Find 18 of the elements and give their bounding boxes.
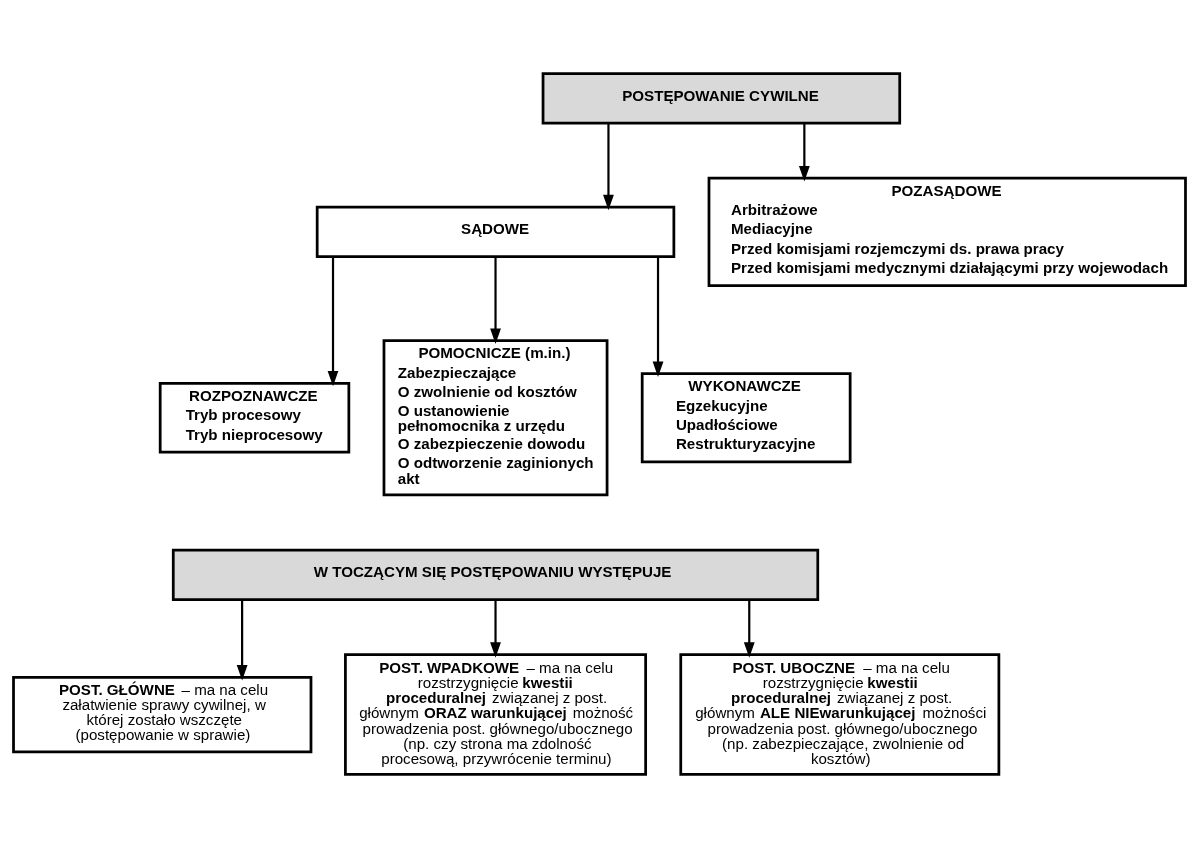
- arrow: [490, 256, 501, 344]
- node-box: POMOCNICZE (m.in.) Zabezpieczające O zwolnienie od kosztów O ustanowienie pełnomocnika z urzędu O zabezpieczenie dowodu O odtworzenie zaginionych akt: [382, 339, 609, 497]
- node-box: POST. WPADKOWE – ma na celu rozstrzygnięcie kwestii proceduralnej związanej z post. głównym ORAZ warunkującej możność prowadzenia post. głównego/ubocznego (np. czy strona ma zdolność procesową, przywrócenie terminu): [344, 653, 647, 776]
- node-box: SĄDOWE: [315, 205, 676, 259]
- node-box: POSTĘPOWANIE CYWILNE: [541, 72, 902, 125]
- node-box: POST. UBOCZNE – ma na celu rozstrzygnięcie kwestii proceduralnej związanej z post. głównym ALE NIEwarunkującej możności prowadzenia post. głównego/ubocznego (np. zabezpieczające, zwolnienie od kosztów): [679, 653, 1001, 776]
- arrow: [490, 599, 501, 658]
- arrow: [603, 123, 614, 211]
- node-box: WYKONAWCZE Egzekucyjne Upadłościowe Restrukturyzacyjne: [640, 372, 852, 464]
- node-box: POST. GŁÓWNE – ma na celu załatwienie sprawy cywilnej, w której zostało wszczęte (postępowanie w sprawie): [12, 676, 313, 754]
- arrow: [327, 256, 339, 387]
- arrow: [743, 599, 755, 658]
- node-box: W TOCZĄCYM SIĘ POSTĘPOWANIU WYSTĘPUJE: [171, 548, 820, 601]
- arrow: [798, 123, 810, 182]
- arrow: [652, 256, 664, 377]
- node-box: ROZPOZNAWCZE Tryb procesowy Tryb nieprocesowy: [158, 382, 351, 454]
- arrow: [236, 599, 248, 681]
- node-box: POZASĄDOWE Arbitrażowe Mediacyjne Przed komisjami rozjemczymi ds. prawa pracy Przed komisjami medycznymi działającymi przy wojewodach: [707, 176, 1187, 287]
